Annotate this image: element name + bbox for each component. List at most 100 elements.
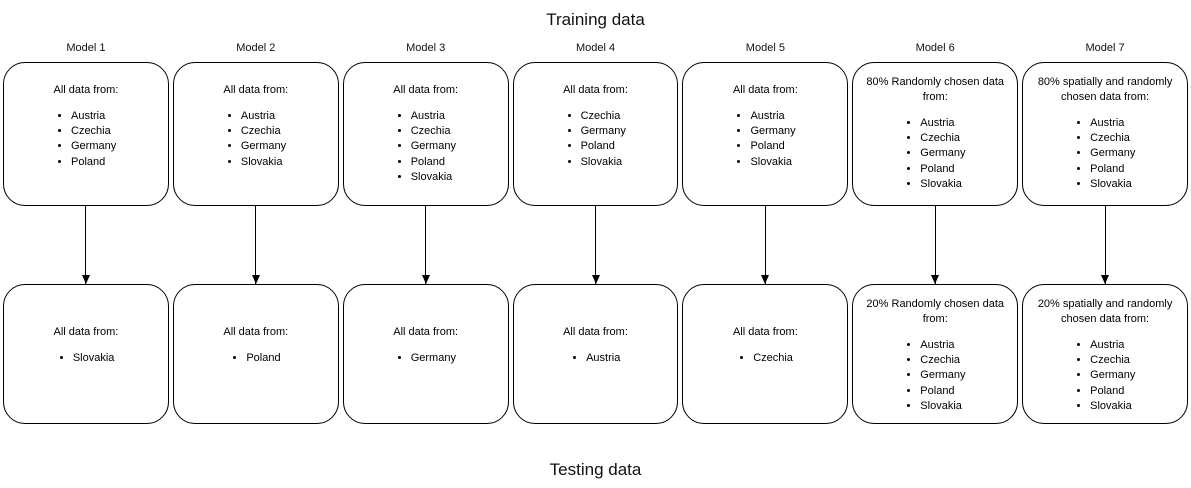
training-box: All data from: AustriaCzechiaGermanyPolan… [3, 62, 169, 206]
down-arrow [81, 206, 90, 284]
country-item: Austria [920, 116, 965, 130]
testing-box: All data from: Poland [172, 284, 339, 424]
model-label: Model 1 [66, 42, 106, 54]
model-label: Model 2 [236, 42, 276, 54]
model-label: Model 6 [915, 42, 955, 54]
country-item: Poland [246, 351, 280, 365]
country-item: Poland [920, 384, 965, 398]
training-country-list: AustriaCzechiaGermanyPolandSlovakia [1075, 115, 1135, 192]
model-label: Model 5 [745, 42, 785, 54]
country-item: Czechia [241, 124, 286, 138]
country-item: Austria [411, 109, 456, 123]
country-item: Czechia [71, 124, 116, 138]
testing-heading: All data from: [732, 326, 798, 338]
testing-box: 20% Randomly chosen data from:AustriaCze… [852, 284, 1019, 424]
country-item: Czechia [1090, 131, 1135, 145]
testing-country-list: Austria [571, 350, 620, 366]
testing-heading: All data from: [223, 326, 289, 338]
testing-country-list: Poland [231, 350, 280, 366]
country-item: Slovakia [241, 155, 286, 169]
testing-box: All data from:Germany [342, 284, 509, 424]
testing-box: All data from: Austria [512, 284, 679, 424]
country-item: Austria [1090, 338, 1135, 352]
country-item: Germany [411, 139, 456, 153]
country-item: Germany [1090, 146, 1135, 160]
model-column-6: Model 6 80% Randomly chosen data from:Aus… [852, 42, 1019, 424]
training-heading: All data from: [53, 84, 119, 96]
training-box: All data from: CzechiaGermanyPolandSlovak… [512, 62, 679, 206]
country-item: Germany [241, 139, 286, 153]
testing-country-list: AustriaCzechiaGermanyPolandSlovakia [905, 337, 965, 414]
country-item: Germany [581, 124, 626, 138]
country-item: Poland [1090, 384, 1135, 398]
down-arrow [931, 206, 940, 284]
training-box: 80% Randomly chosen data from:AustriaCze… [852, 62, 1019, 206]
arrow-head-icon [251, 275, 260, 284]
country-item: Slovakia [920, 177, 965, 191]
country-item: Germany [920, 368, 965, 382]
training-heading: All data from: [732, 84, 798, 96]
training-heading: All data from: [563, 84, 628, 96]
training-box: All data from:AustriaGermanyPolandSlovak… [682, 62, 849, 206]
testing-box: All data from: Czechia [682, 284, 849, 424]
country-item: Austria [920, 338, 965, 352]
down-arrow [251, 206, 260, 284]
down-arrow [421, 206, 430, 284]
country-item: Austria [71, 109, 116, 123]
training-box: All data from: AustriaCzechiaGermanyPolan… [342, 62, 509, 206]
country-item: Austria [1090, 116, 1135, 130]
training-heading: All data from: [393, 84, 459, 96]
model-column-4: Model 4 All data from: CzechiaGermanyPolan… [512, 42, 679, 424]
country-item: Poland [1090, 162, 1135, 176]
country-item: Czechia [920, 353, 965, 367]
down-arrow [761, 206, 770, 284]
testing-country-list: AustriaCzechiaGermanyPolandSlovakia [1075, 337, 1135, 414]
country-item: Slovakia [581, 155, 626, 169]
model-label: Model 3 [406, 42, 446, 54]
country-item: Germany [920, 146, 965, 160]
testing-country-list: Czechia [738, 350, 793, 366]
country-item: Czechia [753, 351, 793, 365]
country-item: Germany [411, 351, 456, 365]
country-item: Poland [750, 139, 795, 153]
country-item: Poland [411, 155, 456, 169]
training-box: 80% spatially and randomly chosen data f… [1022, 62, 1189, 206]
country-item: Czechia [581, 109, 626, 123]
training-country-list: AustriaCzechiaGermanyPolandSlovakia [905, 115, 965, 192]
country-item: Slovakia [1090, 177, 1135, 191]
model-column-7: Model 7 80% spatially and randomly chosen… [1022, 42, 1189, 424]
country-item: Slovakia [920, 399, 965, 413]
model-column-5: Model 5 All data from:AustriaGermanyPolan… [682, 42, 849, 424]
country-item: Slovakia [1090, 399, 1135, 413]
arrow-head-icon [421, 275, 430, 284]
testing-box: All data from:Slovakia [3, 284, 169, 424]
model-column-1: Model 1 All data from: AustriaCzechiaGerma… [3, 42, 169, 424]
testing-data-title: Testing data [549, 460, 642, 479]
training-heading: 80% spatially and randomly chosen data f… [1037, 76, 1173, 103]
arrow-head-icon [931, 275, 940, 284]
training-heading: All data from: [223, 84, 289, 96]
model-label: Model 7 [1085, 42, 1125, 54]
down-arrow [1101, 206, 1110, 284]
country-item: Czechia [1090, 353, 1135, 367]
down-arrow [591, 206, 600, 284]
training-country-list: AustriaCzechiaGermanyPoland [56, 108, 116, 170]
country-item: Poland [920, 162, 965, 176]
country-item: Slovakia [411, 170, 456, 184]
training-country-list: CzechiaGermanyPolandSlovakia [565, 108, 626, 170]
training-country-list: AustriaCzechiaGermanyPolandSlovakia [395, 108, 456, 185]
training-country-list: AustriaGermanyPolandSlovakia [735, 108, 795, 170]
testing-heading: All data from: [563, 326, 628, 338]
model-label: Model 4 [575, 42, 616, 54]
testing-box: 20% spatially and randomly chosen data f… [1022, 284, 1189, 424]
country-item: Czechia [411, 124, 456, 138]
country-item: Czechia [920, 131, 965, 145]
country-item: Poland [581, 139, 626, 153]
country-item: Slovakia [750, 155, 795, 169]
training-country-list: AustriaCzechiaGermanySlovakia [225, 108, 286, 170]
arrow-head-icon [81, 275, 90, 284]
arrow-head-icon [761, 275, 770, 284]
